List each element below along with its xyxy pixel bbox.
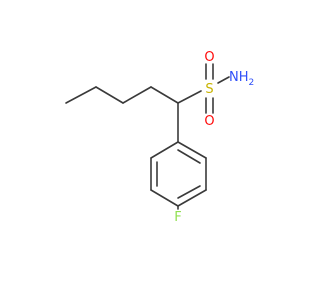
bond-c3-c4: [122, 86, 152, 104]
ring-bond-1: [177, 141, 207, 159]
atom-fluorine: F: [174, 210, 181, 225]
atom-sulfur: S: [205, 82, 213, 97]
molecule-diagram: S O O NH2 F: [65, 50, 254, 225]
bonds: [65, 63, 230, 210]
bond-c1-c2: [65, 86, 97, 104]
amine-subscript: 2: [249, 78, 255, 88]
structure-canvas: S O O NH2 F: [65, 50, 254, 225]
atom-amine: NH2: [229, 70, 254, 88]
ring-bond-4: [150, 189, 179, 207]
bond-s-n: [217, 76, 230, 84]
ring-bond-3: [177, 189, 207, 207]
ring-bond-6: [150, 141, 179, 159]
bond-c4-c5: [150, 86, 179, 104]
bond-c5-s: [177, 90, 202, 104]
ring-inner-2: [177, 185, 201, 199]
atom-labels: S O O NH2 F: [174, 50, 254, 225]
ring-inner-1: [177, 149, 201, 164]
atom-oxygen-top: O: [204, 50, 214, 65]
amine-label: NH: [229, 70, 249, 85]
bond-c2-c3: [95, 86, 124, 104]
atom-oxygen-bottom: O: [204, 114, 214, 129]
